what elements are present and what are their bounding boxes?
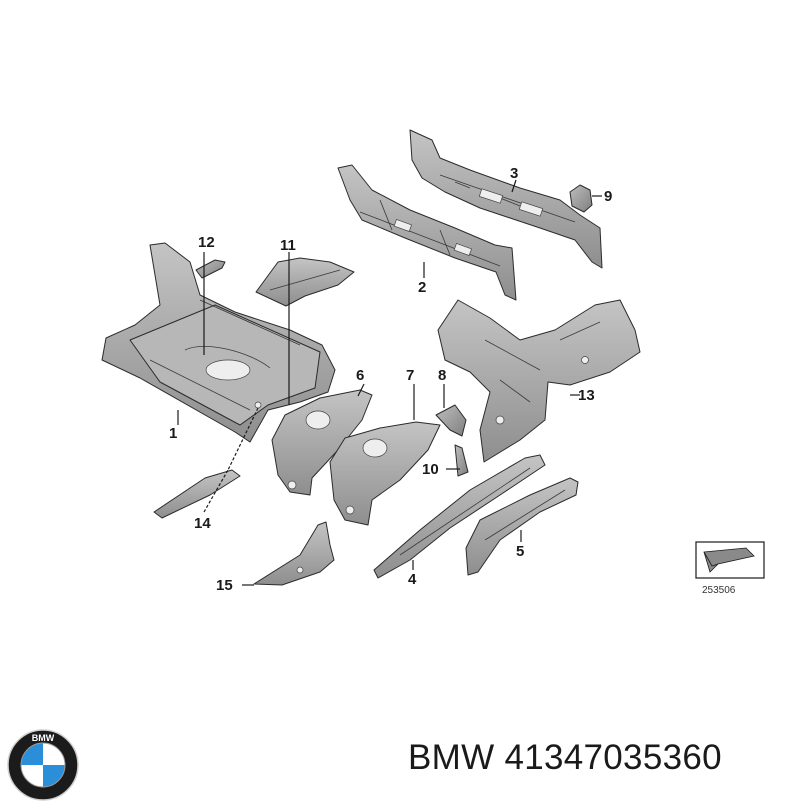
part-7-wheel-arch <box>329 421 441 526</box>
part-10-bracket <box>454 444 469 477</box>
part-15-support <box>253 521 335 586</box>
callout-5: 5 <box>516 543 524 560</box>
callout-10: 10 <box>422 461 439 478</box>
callout-11: 11 <box>280 237 296 254</box>
callout-13: 13 <box>578 387 595 404</box>
part-6-wheel-arch <box>271 389 373 496</box>
part-14-plate <box>153 469 241 519</box>
callout-3: 3 <box>510 165 518 182</box>
callout-8: 8 <box>438 367 446 384</box>
logo-letters: BMW <box>32 733 55 743</box>
part-3-rear-panel <box>409 129 603 269</box>
bmw-logo-icon: BMW <box>7 729 79 801</box>
part-11-shield-plate <box>255 257 355 307</box>
callout-12: 12 <box>198 234 215 251</box>
callout-7: 7 <box>406 367 414 384</box>
callout-6: 6 <box>356 367 364 384</box>
leader-lines <box>177 179 602 586</box>
callout-2: 2 <box>418 279 426 296</box>
part-4-rail <box>373 454 546 579</box>
part-13-side-member <box>437 299 641 463</box>
callout-9: 9 <box>604 188 612 205</box>
callout-labels: 1 2 3 4 5 6 7 8 9 10 11 12 13 14 15 <box>169 165 612 594</box>
diagram-id: 253506 <box>702 585 736 596</box>
part-2-rear-panel-lower <box>337 164 517 301</box>
part-9-bracket <box>569 184 593 213</box>
part-12-clip <box>195 259 226 279</box>
callout-1: 1 <box>169 425 177 442</box>
part-number: 41347035360 <box>504 738 722 777</box>
part-caption: BMW 41347035360 <box>408 738 788 778</box>
callout-14: 14 <box>194 515 211 532</box>
brand-name: BMW <box>408 738 495 777</box>
callout-4: 4 <box>408 571 417 588</box>
callout-15: 15 <box>216 577 233 594</box>
part-5-reinforcement <box>465 477 579 576</box>
part-1-floor-pan <box>101 242 336 443</box>
diagram-reference: 253506 <box>695 541 765 596</box>
part-8-gusset <box>435 404 467 437</box>
